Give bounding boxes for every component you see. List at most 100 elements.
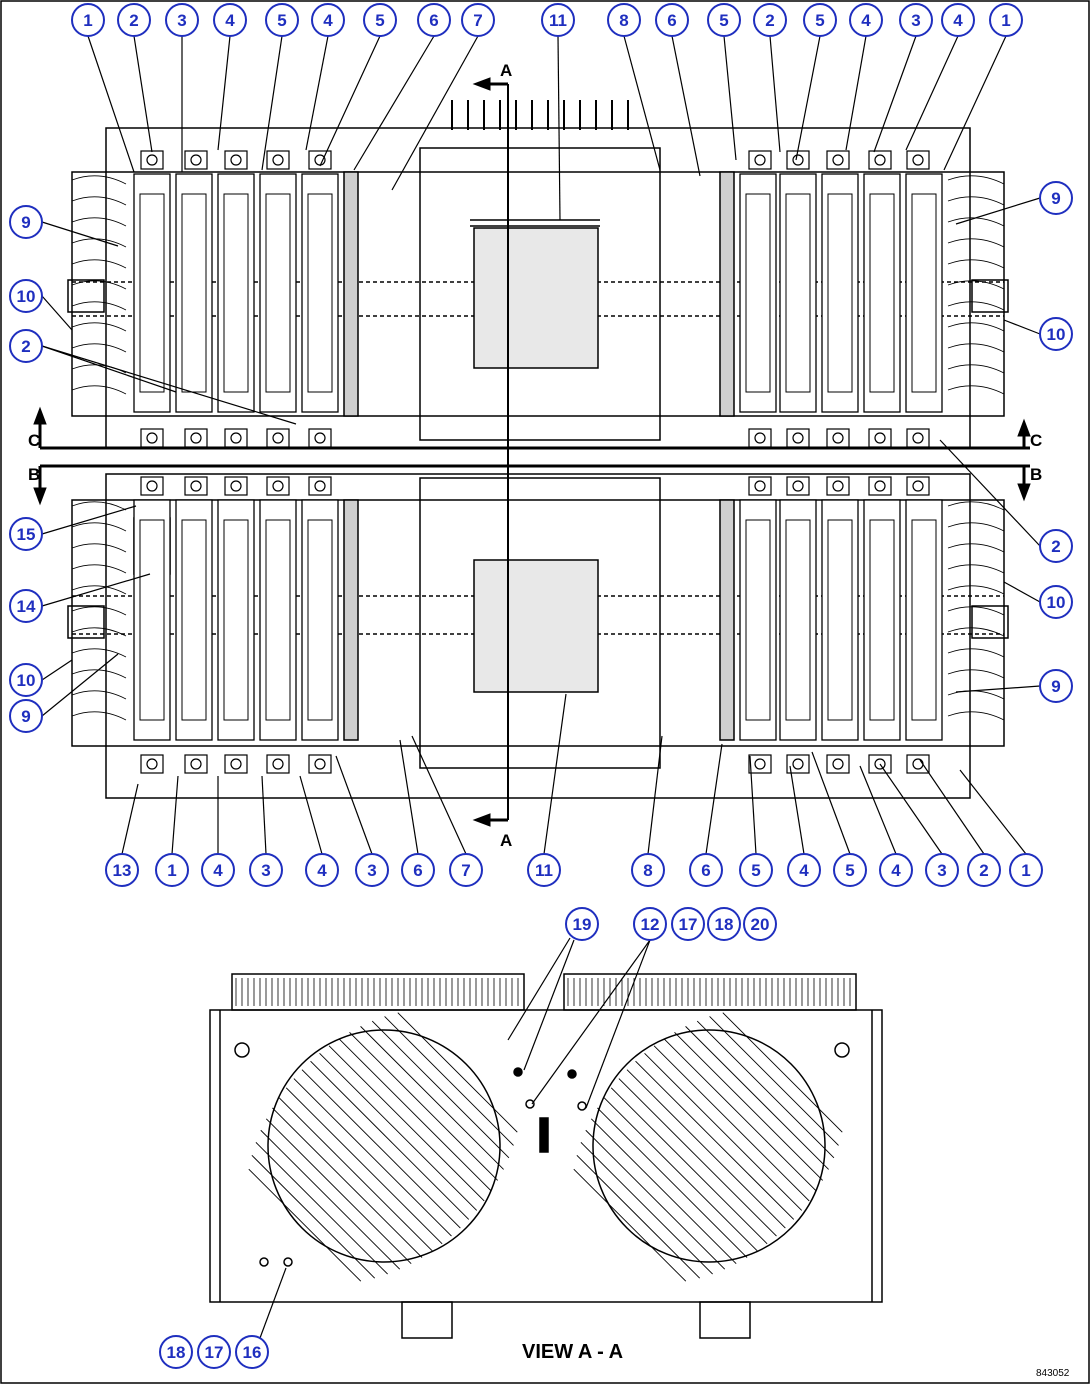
callout-label: 4 — [799, 861, 809, 880]
callout-4: 4 — [311, 3, 345, 37]
fan-hatch — [580, 1142, 713, 1275]
bolt-block — [224, 754, 248, 774]
bolt-block — [308, 476, 332, 496]
callout-label: 3 — [367, 861, 376, 880]
callout-label: 9 — [1051, 677, 1060, 696]
module-window — [785, 193, 811, 393]
bolt — [146, 432, 158, 444]
fin — [947, 627, 1005, 637]
bolt-block — [748, 150, 772, 170]
connector-right — [699, 1301, 751, 1339]
callout-9: 9 — [1039, 669, 1073, 703]
callout-9: 9 — [9, 699, 43, 733]
fan-hatch — [260, 1129, 401, 1270]
module-window — [745, 193, 771, 393]
top-plate — [71, 171, 1005, 417]
callout-5: 5 — [833, 853, 867, 887]
section-label-a-bottom: A — [500, 831, 512, 850]
callout-3: 3 — [925, 853, 959, 887]
bolt — [832, 758, 844, 770]
fan-hatch — [603, 1097, 758, 1252]
bolt-block — [906, 754, 930, 774]
fin — [71, 585, 127, 595]
callout-label: 1 — [167, 861, 176, 880]
callout-label: 20 — [751, 915, 770, 934]
bolt — [272, 480, 284, 492]
leader — [41, 345, 297, 425]
left-bracket-top — [67, 279, 105, 313]
fan-hatch — [265, 1118, 412, 1265]
callout-label: 2 — [129, 11, 138, 30]
fan-hatch — [338, 1038, 492, 1192]
bolt — [832, 154, 844, 166]
fin — [71, 301, 127, 311]
module-window — [827, 193, 853, 393]
module-slot — [739, 499, 777, 741]
fin — [71, 385, 127, 395]
callout-label: 5 — [845, 861, 854, 880]
fin — [71, 522, 127, 532]
bolt-block — [906, 476, 930, 496]
callout-label: 5 — [815, 11, 824, 30]
bolt — [314, 758, 326, 770]
fan-hatch — [618, 1078, 777, 1237]
center-block-bottom — [473, 559, 599, 693]
module-window — [869, 193, 895, 393]
bolt — [314, 432, 326, 444]
callout-label: 5 — [375, 11, 384, 30]
fan-hatch — [585, 1129, 726, 1270]
fan-hatch — [285, 1087, 443, 1245]
module-slot — [259, 499, 297, 741]
callout-label: 1 — [83, 11, 92, 30]
callout-6: 6 — [417, 3, 451, 37]
bolt — [754, 154, 766, 166]
bolt — [190, 480, 202, 492]
bolt — [272, 432, 284, 444]
fin — [947, 322, 1005, 332]
perforated-strip-top-right — [719, 171, 735, 417]
section-label-c-right: C — [1030, 431, 1042, 450]
callout-4: 4 — [201, 853, 235, 887]
leader — [543, 693, 567, 855]
bolt-block — [748, 476, 772, 496]
fan-hatch — [360, 1026, 504, 1170]
bolt — [754, 758, 766, 770]
module-slot — [133, 499, 171, 741]
fan-hatch — [644, 1052, 803, 1211]
bolt — [912, 154, 924, 166]
module-slot — [217, 499, 255, 741]
fin — [947, 669, 1005, 679]
leader — [391, 35, 479, 191]
bolt-block — [308, 150, 332, 170]
bolt — [874, 154, 886, 166]
bolt-block — [140, 150, 164, 170]
section-lines — [40, 82, 1030, 822]
callout-label: 8 — [619, 11, 628, 30]
bolt-block — [266, 150, 290, 170]
callout-2: 2 — [967, 853, 1001, 887]
bolt — [230, 758, 242, 770]
view-hatching — [235, 978, 851, 1282]
callout-label: 9 — [21, 213, 30, 232]
callout-3: 3 — [355, 853, 389, 887]
module-window — [181, 193, 207, 393]
fan-hatch — [278, 1097, 433, 1252]
callout-19: 19 — [565, 907, 599, 941]
leader — [41, 659, 73, 681]
fin — [947, 585, 1005, 595]
callout-label: 10 — [1047, 593, 1066, 612]
fin — [947, 543, 1005, 553]
bolt — [190, 758, 202, 770]
module-window — [307, 193, 333, 393]
bolt-block — [826, 754, 850, 774]
callout-9: 9 — [9, 205, 43, 239]
leader — [259, 1267, 287, 1339]
callout-12: 12 — [633, 907, 667, 941]
callout-label: 6 — [429, 11, 438, 30]
callout-4: 4 — [305, 853, 339, 887]
bolt — [792, 432, 804, 444]
fan-hatch — [272, 1107, 423, 1258]
leader — [41, 221, 119, 247]
bolt — [146, 480, 158, 492]
